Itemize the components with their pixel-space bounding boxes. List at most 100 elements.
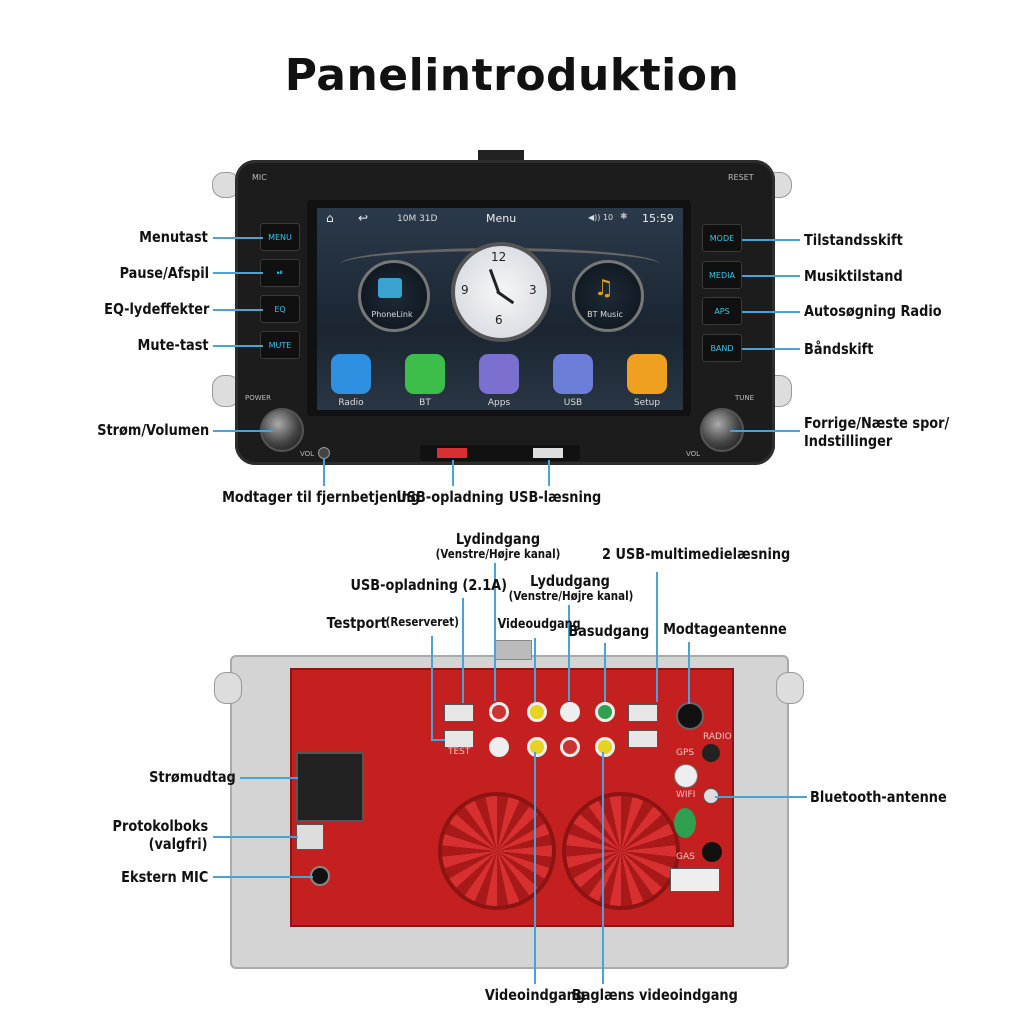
bt-app-icon[interactable] — [405, 354, 445, 394]
leader-line — [730, 430, 800, 432]
top-clip — [478, 150, 524, 162]
cooling-fan — [438, 792, 556, 910]
label-usb-opladning: USB-opladning — [396, 488, 504, 506]
label-menutast: Menutast — [139, 228, 208, 246]
audio-out-right — [560, 737, 580, 757]
menu-button[interactable]: MENU — [260, 223, 300, 251]
label-stromudtag: Strømudtag — [149, 768, 236, 786]
usb-read-port[interactable] — [533, 448, 563, 458]
mic-jack — [310, 866, 330, 886]
clock-6: 6 — [495, 313, 503, 327]
mute-button[interactable]: MUTE — [260, 331, 300, 359]
leader-line — [656, 572, 658, 702]
bt-music-label: BT Music — [587, 310, 623, 319]
label-ekstern-mic: Ekstern MIC — [120, 868, 208, 886]
wifi-text: WIFI — [676, 790, 696, 800]
back-icon[interactable]: ↩ — [358, 211, 369, 225]
leader-line — [323, 458, 325, 486]
label-autosogning: Autosøgning Radio — [804, 302, 942, 320]
bt-app-label: BT — [419, 398, 431, 408]
leader-line — [742, 239, 800, 241]
apps-app-icon[interactable] — [479, 354, 519, 394]
music-note-icon: ♫ — [594, 276, 614, 301]
leader-line — [548, 460, 550, 486]
label-indstillinger: Indstillinger — [804, 432, 893, 450]
label-lydindgang-sub: (Venstre/Højre kanal) — [435, 547, 561, 561]
mount-ear — [776, 672, 804, 704]
leader-line — [742, 275, 800, 277]
leader-line — [534, 638, 536, 702]
home-icon[interactable]: ⌂ — [326, 211, 334, 225]
label-musiktilstand: Musiktilstand — [804, 267, 903, 285]
reverse-video-in — [595, 737, 615, 757]
usb-charge-port[interactable] — [437, 448, 467, 458]
label-valgfri: (valgfri) — [149, 835, 208, 853]
phonelink-label: PhoneLink — [371, 310, 413, 319]
power-connector — [296, 752, 364, 822]
phonelink-icon — [378, 278, 402, 298]
leader-line — [213, 345, 263, 347]
volume-indicator: ◀)) 10 — [588, 213, 614, 222]
usb-app-label: USB — [563, 398, 583, 408]
label-modtageantenne: Modtageantenne — [663, 620, 787, 638]
label-videoindgang: Videoindgang — [484, 986, 586, 1004]
aps-button[interactable]: APS — [702, 297, 742, 325]
clock-9: 9 — [461, 283, 469, 297]
label-lydindgang: Lydindgang — [455, 530, 541, 548]
radio-app-icon[interactable] — [331, 354, 371, 394]
leader-line — [534, 752, 536, 984]
usb-media-port-2 — [628, 730, 658, 748]
cooling-fan — [562, 792, 680, 910]
bt-music-widget[interactable] — [572, 260, 644, 332]
leader-line — [213, 272, 263, 274]
media-button[interactable]: MEDIA — [702, 261, 742, 289]
band-button[interactable]: BAND — [702, 334, 742, 362]
label-bandskift: Båndskift — [804, 340, 874, 358]
leader-line — [462, 598, 464, 703]
eq-button[interactable]: EQ — [260, 295, 300, 323]
screen-menu-title: Menu — [486, 212, 517, 225]
label-lydudgang: Lydudgang — [530, 572, 610, 590]
label-testport-sub: (Reserveret) — [385, 615, 459, 629]
audio-in-right — [489, 702, 509, 722]
leader-line — [602, 752, 604, 984]
leader-line — [240, 777, 298, 779]
screen-date: 10M 31D — [397, 214, 438, 224]
leader-line — [213, 430, 273, 432]
audio-in-left — [489, 737, 509, 757]
apps-app-label: Apps — [487, 398, 511, 408]
power-text: POWER — [245, 394, 271, 402]
video-in — [527, 737, 547, 757]
leader-line — [213, 876, 313, 878]
label-forrige-naeste: Forrige/Næste spor/ — [804, 414, 950, 432]
label-usb-opladning-back: USB-opladning (2.1A) — [350, 576, 508, 594]
mode-button[interactable]: MODE — [702, 224, 742, 252]
label-strom-volumen: Strøm/Volumen — [97, 421, 209, 439]
leader-line — [688, 642, 690, 704]
mount-ear — [214, 672, 242, 704]
test-port-text: TEST — [448, 747, 471, 757]
label-lydudgang-sub: (Venstre/Højre kanal) — [508, 589, 634, 603]
leader-line — [431, 739, 445, 741]
green-port — [674, 808, 696, 838]
tune-text: TUNE — [735, 394, 755, 402]
phonelink-widget[interactable] — [358, 260, 430, 332]
leader-line — [568, 605, 570, 701]
serial-sticker — [670, 868, 720, 892]
leader-line — [213, 237, 263, 239]
page-title: Panelintroduktion — [284, 50, 740, 101]
gps-text: GPS — [676, 748, 695, 758]
usb-app-icon[interactable] — [553, 354, 593, 394]
setup-app-icon[interactable] — [627, 354, 667, 394]
label-tilstandsskift: Tilstandsskift — [804, 231, 903, 249]
wifi-port — [674, 764, 698, 788]
radio-antenna-port — [676, 702, 704, 730]
usb-charge-back-port — [444, 704, 474, 722]
gps-port — [702, 744, 720, 762]
audio-out-left — [560, 702, 580, 722]
leader-line — [715, 796, 807, 798]
bass-out — [595, 702, 615, 722]
pause-play-button[interactable]: ⏯ — [260, 259, 300, 287]
leader-line — [213, 836, 298, 838]
